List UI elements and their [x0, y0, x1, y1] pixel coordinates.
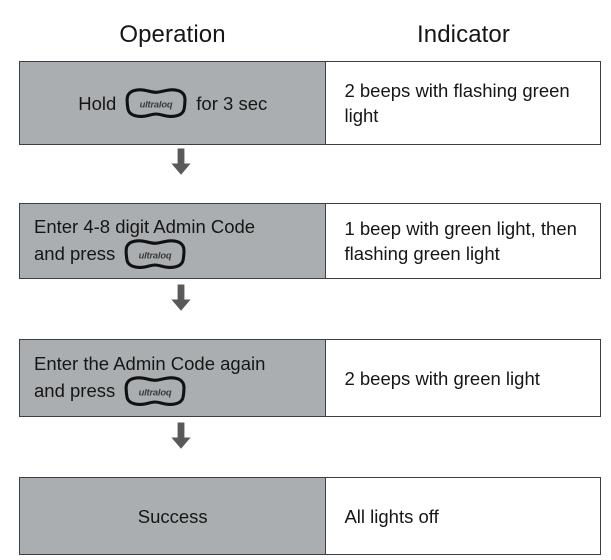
operation-text: Success: [138, 504, 208, 529]
indicator-text: 2 beeps with green light: [344, 367, 540, 389]
table-row: Success All lights off: [19, 477, 601, 555]
indicator-cell: 2 beeps with green light: [326, 340, 600, 416]
operation-text-line2: and press: [34, 380, 116, 401]
down-arrow-icon: [168, 148, 194, 176]
header-indicator: Indicator: [417, 21, 510, 48]
indicator-cell: All lights off: [326, 478, 600, 554]
table-row: Enter the Admin Code again and press ult…: [19, 339, 601, 417]
table-row: Hold ultraloq for 3 sec 2 beeps with fla…: [19, 61, 601, 145]
ultraloq-logo-icon: ultraloq: [122, 88, 190, 118]
indicator-cell: 2 beeps with flashing green light: [326, 62, 600, 144]
indicator-text: 1 beep with green light, then flashing g…: [344, 218, 577, 264]
operation-text: Hold ultraloq for 3 sec: [78, 88, 267, 118]
operation-text: Enter 4-8 digit Admin Code and press ult…: [34, 214, 311, 269]
indicator-text: 2 beeps with flashing green light: [344, 80, 570, 126]
column-headers: Operation Indicator: [19, 16, 601, 54]
operation-cell: Hold ultraloq for 3 sec: [20, 62, 327, 144]
header-operation: Operation: [119, 21, 226, 48]
operation-text-pre: Enter the Admin Code again: [34, 352, 266, 374]
operation-text: Enter the Admin Code again and press ult…: [34, 351, 311, 406]
ultraloq-logo-icon: ultraloq: [121, 375, 189, 406]
operation-text-pre: Success: [137, 505, 208, 527]
operation-cell: Enter the Admin Code again and press ult…: [20, 340, 327, 416]
operation-cell: Enter 4-8 digit Admin Code and press ult…: [20, 204, 327, 278]
down-arrow-icon: [168, 284, 194, 312]
indicator-cell: 1 beep with green light, then flashing g…: [326, 204, 600, 278]
table-row: Enter 4-8 digit Admin Code and press ult…: [19, 203, 601, 279]
operation-text-post: for 3 sec: [196, 92, 268, 114]
ultraloq-logo-icon: ultraloq: [121, 238, 189, 269]
down-arrow-icon: [168, 422, 194, 450]
indicator-text: All lights off: [344, 505, 439, 527]
operation-text-pre: Hold: [78, 92, 117, 114]
operation-text-pre: Enter 4-8 digit Admin Code: [34, 215, 256, 237]
svg-text:ultraloq: ultraloq: [139, 386, 172, 397]
svg-text:ultraloq: ultraloq: [140, 98, 173, 109]
svg-text:ultraloq: ultraloq: [139, 249, 172, 260]
operation-text-line2: and press: [34, 243, 116, 264]
operation-cell: Success: [20, 478, 327, 554]
